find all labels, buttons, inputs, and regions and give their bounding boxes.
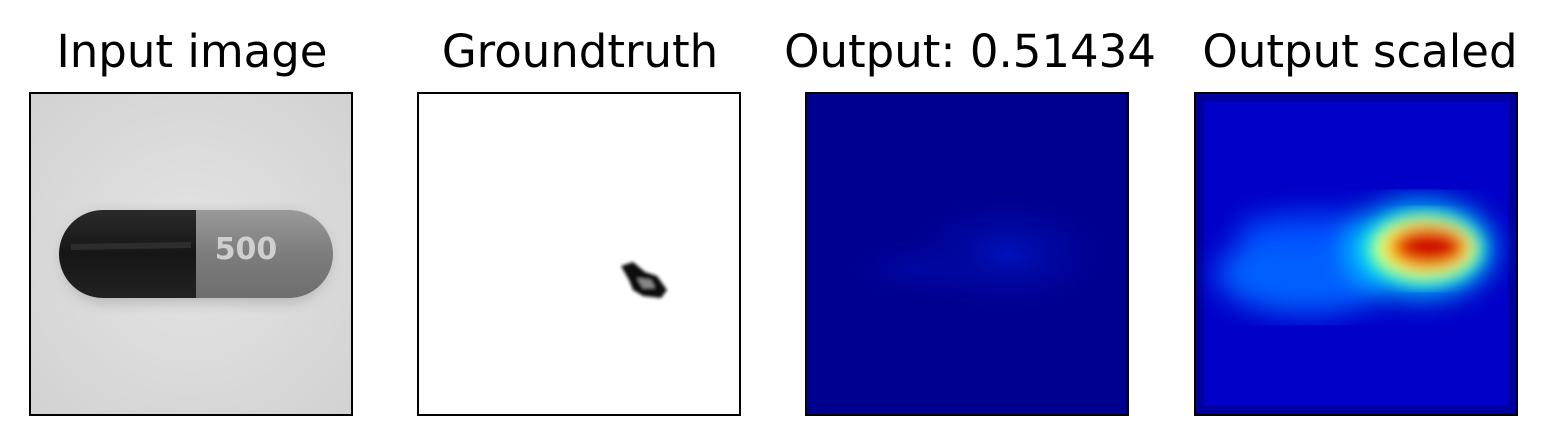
output-frame: [805, 92, 1129, 416]
output-scaled-heatmap: [1196, 94, 1516, 414]
input-image-frame: 500: [29, 92, 353, 416]
capsule-marking: 500: [215, 232, 278, 267]
groundtruth-mask: [419, 94, 739, 414]
capsule: [59, 210, 333, 298]
input-image-title: Input image: [56, 25, 328, 78]
output-heatmap: [807, 94, 1127, 414]
input-image: 500: [31, 94, 351, 414]
groundtruth-title: Groundtruth: [441, 25, 719, 78]
output-scaled-title: Output scaled: [1202, 25, 1518, 78]
output-scaled-frame: [1194, 92, 1518, 416]
output-title: Output: 0.51434: [784, 25, 1156, 78]
groundtruth-frame: [417, 92, 741, 416]
groundtruth-defect: [621, 262, 667, 298]
